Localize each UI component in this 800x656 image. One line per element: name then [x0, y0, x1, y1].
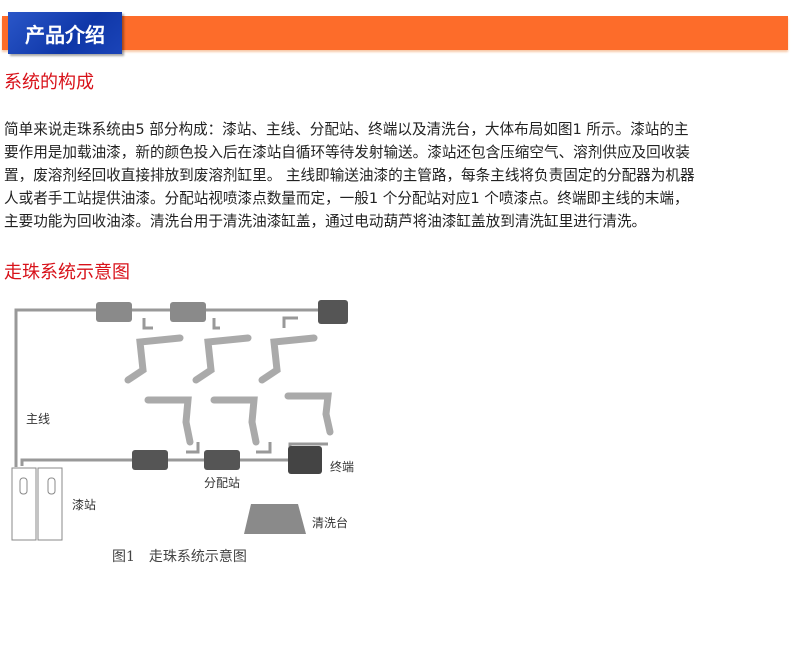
section-heading-composition: 系统的构成	[4, 72, 94, 93]
label-main-line: 主线	[26, 412, 51, 426]
figure-caption: 图1 走珠系统示意图	[112, 549, 247, 565]
label-paint-station: 漆站	[72, 498, 97, 512]
system-diagram: 主线 漆站 分配站 终端 清洗台	[8, 292, 368, 572]
paragraph-line: 主要功能为回收油漆。清洗台用于清洗油漆缸盖，通过电动葫芦将油漆缸盖放到清洗缸里进…	[4, 213, 647, 230]
section-banner: 产品介绍	[2, 12, 790, 54]
distribution-stations-bottom	[132, 446, 322, 474]
paragraph-line: 置，废溶剂经回收直接排放到废溶剂缸里。 主线即输送油漆的主管路，每条主线将负责固…	[4, 167, 695, 184]
paint-station-cabinets	[11, 467, 63, 541]
label-terminal: 终端	[330, 460, 355, 474]
paragraph-line: 要作用是加载油漆，新的颜色投入后在漆站自循环等待发射输送。漆站还包含压缩空气、溶…	[4, 144, 690, 161]
section-heading-diagram: 走珠系统示意图	[4, 262, 130, 283]
paragraph-line: 简单来说走珠系统由5 部分构成：漆站、主线、分配站、终端以及清洗台，大体布局如图…	[4, 121, 689, 138]
pipes	[14, 308, 328, 467]
distribution-stations-top	[96, 300, 348, 324]
label-distribution-station: 分配站	[204, 476, 241, 490]
banner-bar	[2, 16, 788, 50]
banner-title: 产品介绍	[8, 12, 122, 54]
composition-paragraph: 简单来说走珠系统由5 部分构成：漆站、主线、分配站、终端以及清洗台，大体布局如图…	[4, 118, 800, 233]
label-cleaning-table: 清洗台	[312, 516, 349, 530]
paragraph-line: 人或者手工站提供油漆。分配站视喷漆点数量而定，一般1 个分配站对应1 个喷漆点。…	[4, 190, 689, 207]
diagram-graphic	[11, 300, 348, 541]
cleaning-table	[244, 504, 306, 534]
robots	[124, 334, 334, 446]
